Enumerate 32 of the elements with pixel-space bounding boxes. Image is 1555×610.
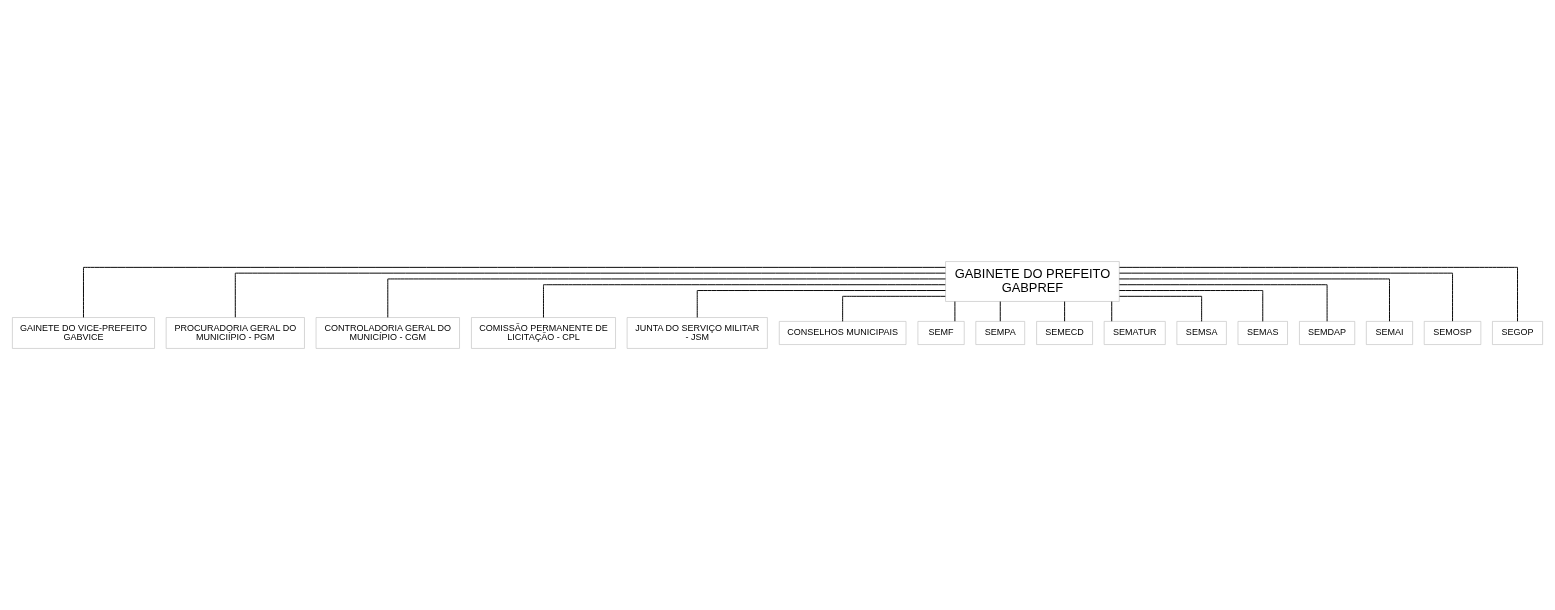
connector bbox=[1118, 284, 1328, 322]
node-box: SEMAI bbox=[1366, 321, 1413, 345]
connector bbox=[1119, 295, 1203, 322]
connector bbox=[1064, 301, 1066, 322]
connector bbox=[696, 290, 946, 318]
connector bbox=[1118, 266, 1518, 322]
connector bbox=[83, 266, 946, 318]
connector bbox=[999, 301, 1001, 322]
connector bbox=[842, 295, 946, 322]
node-box: CONTROLADORIA GERAL DO MUNICÍPIO - CGM bbox=[315, 317, 460, 349]
connector bbox=[1118, 278, 1390, 322]
node-box: SEMAS bbox=[1237, 321, 1288, 345]
node-box: SEMPA bbox=[975, 321, 1026, 345]
node-box: GABINETE DO PREFEITO GABPREF bbox=[945, 261, 1120, 302]
connector bbox=[1111, 301, 1113, 322]
node-box: SEMATUR bbox=[1103, 321, 1166, 345]
node-box: SEMSA bbox=[1176, 321, 1227, 345]
connector bbox=[1118, 290, 1264, 322]
node-box: JUNTA DO SERVIÇO MILITAR - JSM bbox=[626, 317, 768, 349]
connector bbox=[387, 278, 946, 318]
connector bbox=[543, 284, 946, 318]
node-box: GAINETE DO VICE-PREFEITO GABVICE bbox=[12, 317, 155, 349]
node-box: SEGOP bbox=[1492, 321, 1543, 345]
node-box: CONSELHOS MUNICIPAIS bbox=[778, 321, 907, 345]
node-box: PROCURADORIA GERAL DO MUNICIÍPIO - PGM bbox=[165, 317, 305, 349]
connector bbox=[234, 272, 946, 318]
node-box: SEMOSP bbox=[1423, 321, 1482, 345]
node-box: SEMDAP bbox=[1299, 321, 1356, 345]
node-box: COMISSÃO PERMANENTE DE LICITAÇÃO - CPL bbox=[471, 317, 616, 349]
connector bbox=[1119, 272, 1454, 322]
node-box: SEMF bbox=[917, 321, 965, 345]
node-box: SEMECD bbox=[1036, 321, 1093, 345]
